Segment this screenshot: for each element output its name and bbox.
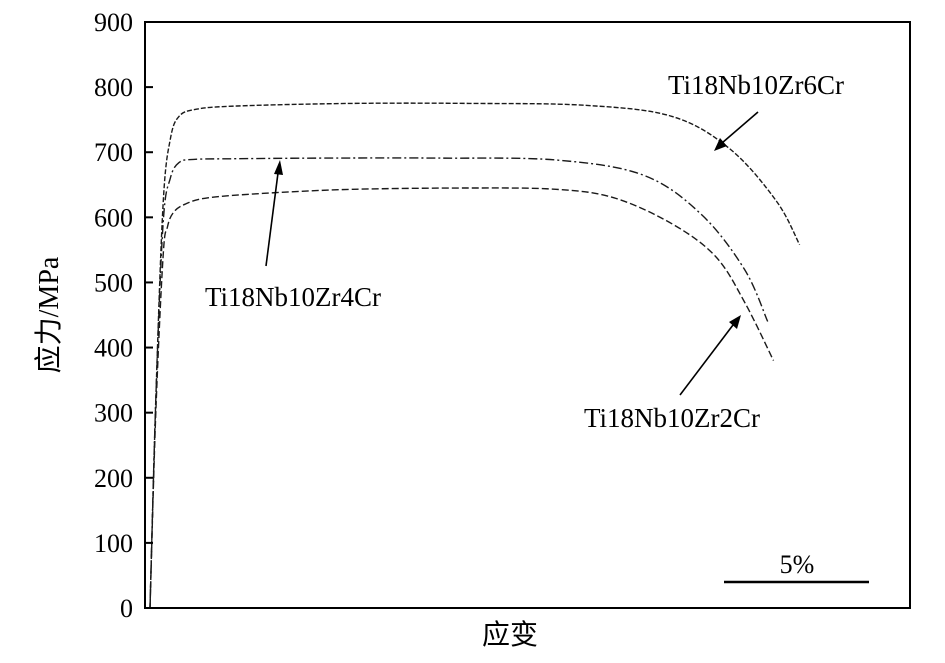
y-tick-label: 100	[94, 529, 133, 558]
callout-arrow-4cr	[265, 160, 283, 267]
series-line-4cr	[149, 157, 769, 609]
series-line-2cr	[149, 187, 775, 609]
y-axis-ticks: 0 100 200 300 400 500 600 700 800 900	[94, 8, 153, 623]
series-line-6cr	[149, 102, 801, 609]
y-tick-label: 0	[120, 594, 133, 623]
series-label-6cr: Ti18Nb10Zr6Cr	[668, 70, 844, 100]
series-layer	[149, 102, 801, 609]
y-tick-label: 300	[94, 399, 133, 428]
callout-arrow-6cr	[714, 111, 759, 151]
series-label-2cr: Ti18Nb10Zr2Cr	[584, 403, 760, 433]
y-tick-label: 700	[94, 138, 133, 167]
scale-bar-label: 5%	[780, 550, 815, 579]
y-tick-label: 400	[94, 334, 133, 363]
callout-arrow-2cr	[679, 315, 741, 396]
y-tick-label: 500	[94, 268, 133, 297]
x-axis-title: 应变	[482, 619, 538, 651]
y-axis-title: 应力/MPa	[33, 256, 65, 373]
series-label-4cr: Ti18Nb10Zr4Cr	[205, 282, 381, 312]
y-tick-label: 800	[94, 73, 133, 102]
plot-frame	[144, 21, 911, 609]
y-tick-label: 600	[94, 203, 133, 232]
y-tick-label: 900	[94, 8, 133, 37]
y-tick-label: 200	[94, 464, 133, 493]
